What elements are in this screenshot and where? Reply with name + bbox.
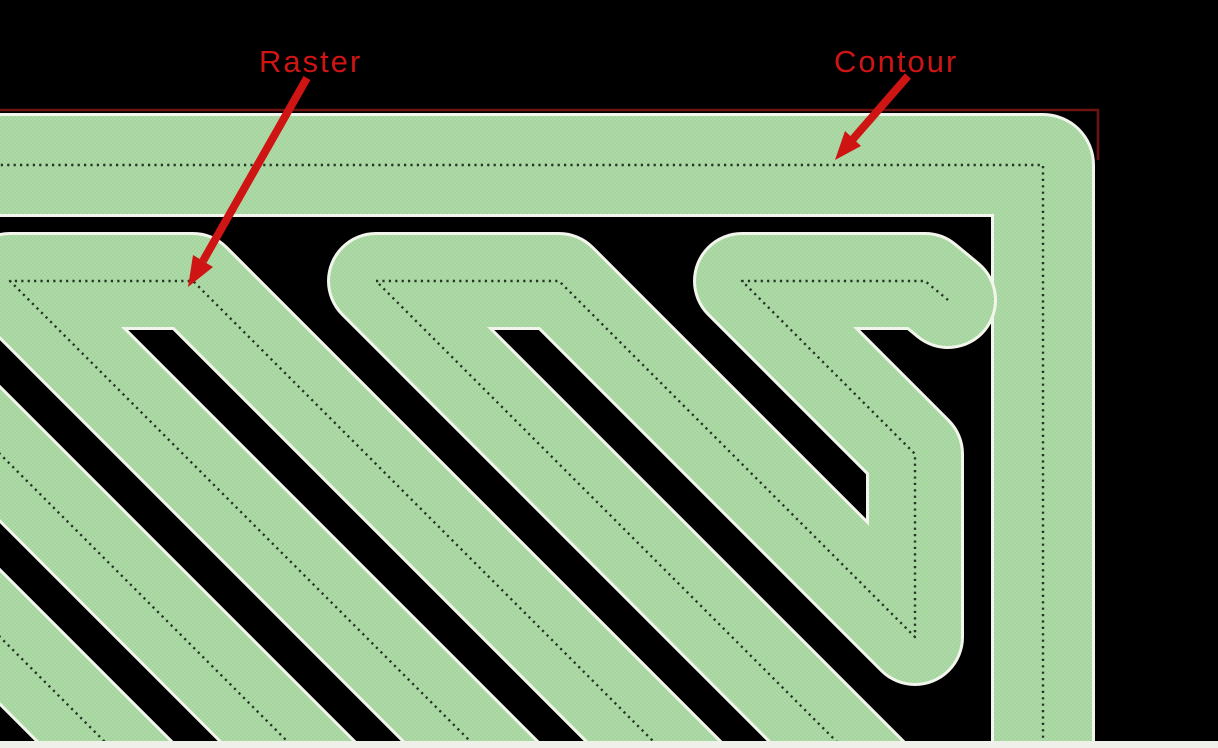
- raster-arrow-shaft: [199, 76, 311, 263]
- contour-band: [0, 113, 1095, 748]
- raster-fill: [0, 232, 997, 748]
- contour-arrow-shaft: [849, 73, 912, 142]
- contour-arrowhead-icon: [835, 131, 861, 160]
- raster-arrow-icon: [188, 76, 311, 287]
- raster-toolpath-centerline: [8, 279, 662, 748]
- raster-band: [0, 232, 730, 748]
- raster-band-fill: [0, 388, 360, 748]
- contour-label: Contour: [834, 44, 958, 79]
- raster-band: [0, 567, 181, 748]
- raster-band: [327, 232, 997, 748]
- viewport-bottom-strip: [0, 741, 1218, 748]
- raster-arrowhead-icon: [188, 255, 213, 287]
- raster-band-fill: [330, 235, 994, 748]
- contour-bead-fill: [0, 116, 1092, 748]
- contour-arrow-icon: [835, 73, 912, 160]
- raster-band-fill: [0, 571, 177, 748]
- raster-band: [0, 384, 364, 748]
- annotations: Raster Contour: [188, 44, 958, 287]
- part-outline: [0, 108, 1100, 160]
- raster-label: Raster: [259, 44, 362, 79]
